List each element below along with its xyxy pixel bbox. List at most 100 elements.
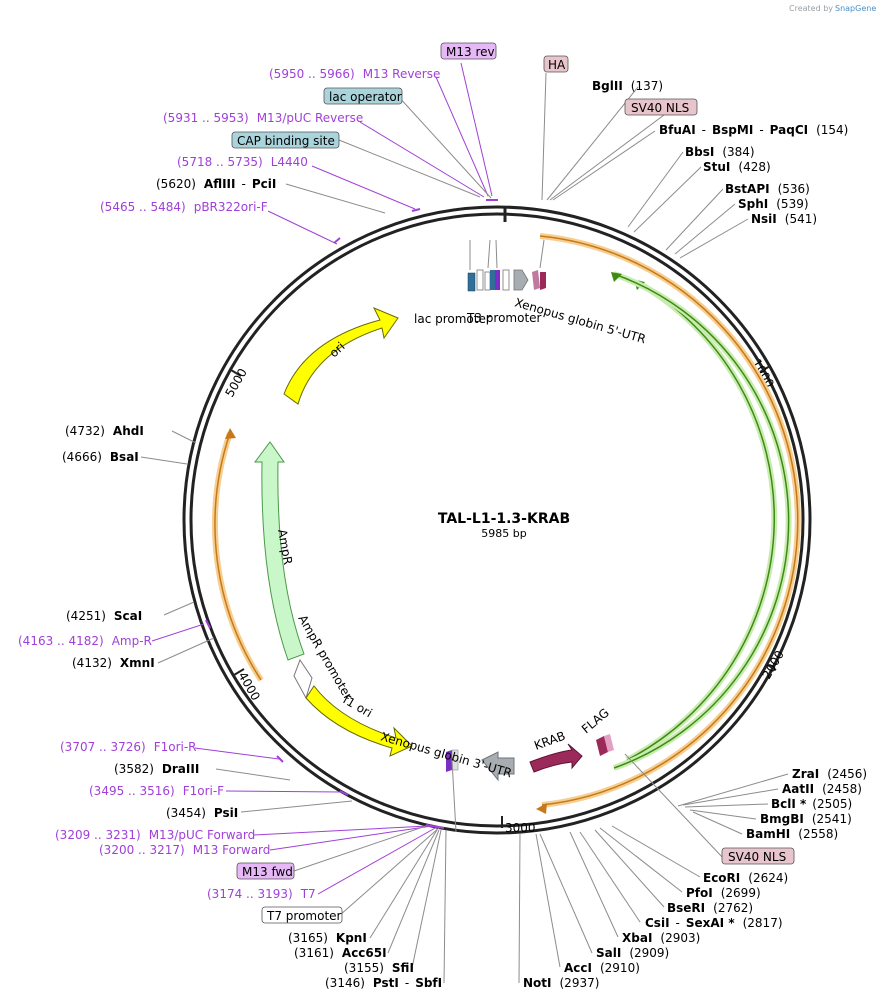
enzyme-noti: NotI(2937) [523, 976, 599, 990]
leader-line [293, 825, 427, 872]
sv40-nls-box-bottom: SV40 NLS [728, 850, 786, 864]
leader-line [633, 166, 702, 233]
leader-line [240, 800, 353, 813]
enzyme-sfii: (3155)SfiI [344, 961, 414, 975]
enzyme-acci: AccI(2910) [564, 961, 640, 975]
leader-line [535, 833, 561, 968]
primer-pbr322ori-f: (5465 .. 5484)pBR322ori-F [100, 200, 268, 214]
leader-line [539, 239, 545, 269]
primer-labels: (5950 .. 5966)M13 Reverse (5931 .. 5953)… [18, 67, 440, 901]
enzyme-ahdi: (4732)AhdI [65, 424, 144, 438]
enzyme-nsii: NsiI(541) [751, 212, 817, 226]
primer-m13-puc-reverse: (5931 .. 5953)M13/pUC Reverse [163, 111, 363, 125]
enzyme-sphi: SphI(539) [738, 197, 809, 211]
leader-line [317, 826, 438, 895]
leader-line [285, 183, 386, 214]
leader-line [460, 62, 493, 197]
xenopus-3utr-small-marker [446, 750, 452, 772]
enzyme-bstapi: BstAPI(536) [725, 182, 810, 196]
leader-line [682, 788, 779, 806]
leader-line [369, 829, 438, 939]
sv40-nls-box-top: SV40 NLS [631, 101, 689, 115]
plasmid-length: 5985 bp [481, 527, 526, 540]
leader-lines [140, 62, 789, 984]
enzyme-ecori: EcoRI(2624) [703, 871, 788, 885]
primer-l4440: (5718 .. 5735)L4440 [177, 155, 308, 169]
enzyme-bseri: BseRI(2762) [667, 901, 753, 915]
leader-line [677, 773, 789, 807]
enzyme-kpni: (3165)KpnI [288, 931, 367, 945]
lac-operator-box: lac operator [329, 90, 402, 104]
tick-label-3000: 3000 [505, 821, 536, 835]
ampr-label: AmpR [275, 528, 295, 566]
leader-line [546, 86, 639, 201]
leader-line [387, 829, 440, 954]
repeat-arcs [611, 271, 792, 771]
enzyme-sali: SalI(2909) [596, 946, 669, 960]
enzyme-csii-sexai: CsiI-SexAI *(2817) [645, 916, 783, 930]
leader-line [451, 759, 457, 833]
enzyme-labels-right-bottom: ZraI(2456) AatII(2458) BclI *(2505) BmgB… [523, 767, 867, 990]
enzyme-labels-right-top: BglII(137) BfuAI-BspMI-PaqCI(154) BbsI(3… [592, 79, 848, 226]
ampr-orange-arc [214, 432, 262, 681]
enzyme-bsai: (4666)BsaI [62, 450, 139, 464]
leader-line [267, 210, 338, 245]
leader-line [689, 809, 757, 820]
leader-line [569, 831, 619, 938]
leader-line [435, 76, 489, 197]
leader-line [552, 130, 656, 201]
leader-line [397, 95, 492, 199]
leader-line [411, 829, 442, 969]
enzyme-draiii: (3582)DraIII [114, 762, 199, 776]
boxed-feature-labels: M13 rev HA SV40 NLS lac operator CAP bin… [231, 42, 795, 924]
leader-line [495, 239, 498, 269]
leader-line [443, 829, 447, 984]
leader-line [194, 747, 280, 760]
ori-feature [283, 307, 399, 405]
tick-marks [230, 365, 777, 828]
leader-line [679, 218, 749, 259]
leader-line [665, 188, 724, 251]
leader-line [539, 833, 593, 954]
leader-line [157, 637, 215, 664]
primer-marks [205, 199, 498, 829]
flag-label: FLAG [579, 706, 612, 737]
enzyme-xbai: XbaI(2903) [622, 931, 700, 945]
enzyme-psti-sbfi: (3146)PstI-SbfI [325, 976, 442, 990]
leader-line [339, 826, 441, 916]
tal-repeat-arc [539, 235, 799, 806]
leader-line [487, 239, 491, 269]
m13-rev-box: M13 rev [446, 45, 495, 59]
backbone-inner-ring [189, 212, 805, 828]
top-feature-cluster [467, 269, 546, 292]
cap-binding-site-box: CAP binding site [237, 134, 335, 148]
leader-line [549, 114, 665, 201]
watermark-prefix: Created by [789, 4, 833, 13]
enzyme-afliii-pcii: (5620)AflIII-PciI [156, 177, 276, 191]
m13-fwd-box: M13 fwd [242, 865, 293, 879]
leader-line [269, 825, 433, 851]
leader-line [253, 825, 429, 836]
enzyme-bmgbi: BmgBI(2541) [760, 812, 852, 826]
backbone-outer-ring [182, 205, 812, 835]
krab-label: KRAB [532, 729, 567, 753]
leader-line [151, 623, 205, 642]
primer-f1ori-r: (3707 .. 3726)F1ori-R [60, 740, 197, 754]
enzyme-psii: (3454)PsiI [166, 806, 238, 820]
lac-promoter-label: lac promoter [414, 312, 491, 326]
leader-line [684, 803, 769, 808]
leader-line [163, 601, 195, 616]
enzyme-aatii: AatII(2458) [782, 782, 862, 796]
leader-line [599, 827, 683, 893]
ampr-orange-arrowhead [225, 428, 236, 439]
leader-line [624, 753, 725, 860]
ampr-orange-arc-highlight [211, 432, 264, 682]
f1-ori-feature [305, 685, 413, 757]
primer-t7: (3174 .. 3193)T7 [207, 887, 316, 901]
enzyme-bamhi: BamHI(2558) [746, 827, 838, 841]
enzyme-stui: StuI(428) [703, 160, 771, 174]
enzyme-scai: (4251)ScaI [66, 609, 142, 623]
enzyme-acc65i: (3161)Acc65I [294, 946, 387, 960]
leader-line [541, 72, 547, 201]
